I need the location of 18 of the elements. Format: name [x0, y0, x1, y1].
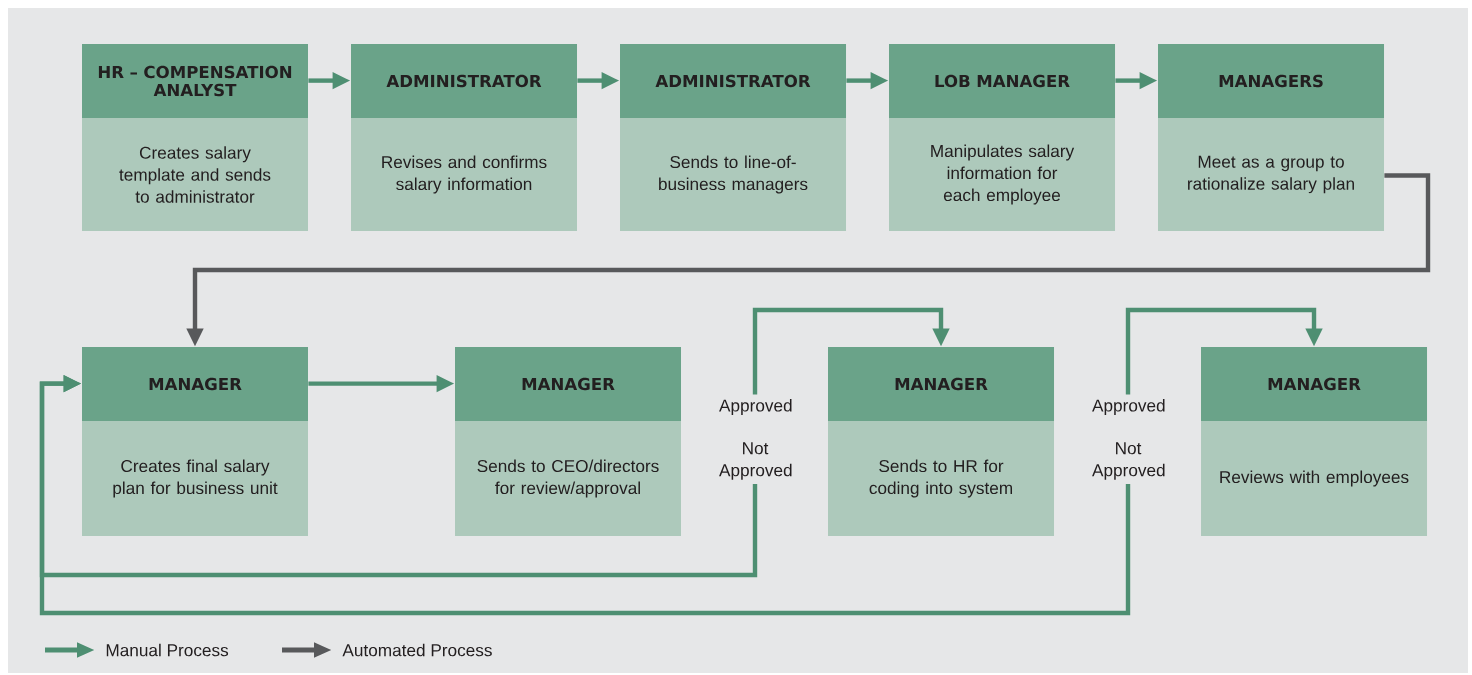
process-box: MANAGERS Meet as a group to rationalize salary plan — [1158, 44, 1384, 231]
arrow — [752, 307, 950, 395]
arrow — [39, 374, 1131, 616]
process-box: MANAGER Sends to HR for coding into system — [828, 347, 1054, 536]
decision-label: Approved — [719, 399, 792, 416]
process-box: HR – COMPENSATION ANALYST Creates salary template and sends to administrator — [82, 44, 308, 231]
process-box: MANAGER Sends to CEO/directors for review/approval — [455, 347, 681, 536]
process-box: ADMINISTRATOR Sends to line-of-business managers — [620, 44, 846, 231]
process-box: MANAGER Creates final salary plan for business unit — [82, 347, 308, 536]
process-box: LOB MANAGER Manipulates salary information for each employee — [889, 44, 1115, 231]
decision-label: Not Approved — [1092, 442, 1165, 480]
decision-label: Not Approved — [719, 442, 792, 480]
decision-label: Approved — [1092, 399, 1165, 416]
process-box: MANAGER Reviews with employees — [1201, 347, 1427, 536]
legend-label: Automated Process — [342, 643, 492, 657]
arrow — [1125, 307, 1323, 395]
process-box: ADMINISTRATOR Revises and confirms salary information — [351, 44, 577, 231]
legend-label: Manual Process — [106, 643, 229, 657]
